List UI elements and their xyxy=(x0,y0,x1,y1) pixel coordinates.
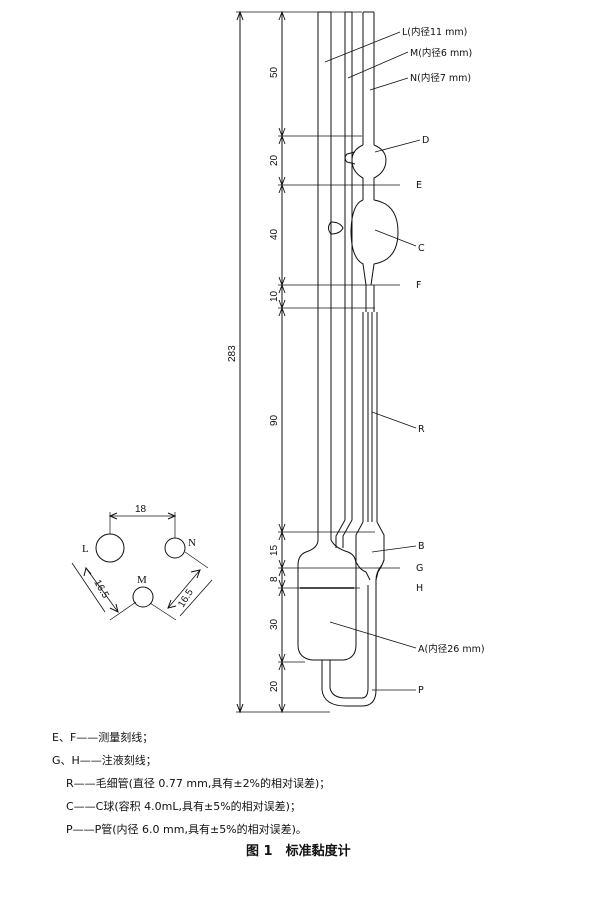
circle-L xyxy=(95,533,125,563)
dim-90: 90 xyxy=(269,414,280,426)
dim-8: 8 xyxy=(269,576,280,582)
dim-30: 30 xyxy=(269,618,280,630)
cross-label-L: L xyxy=(82,543,89,555)
dim-spacing: 18 xyxy=(135,504,147,515)
dim-lm: 16.5 xyxy=(91,578,110,601)
label-G: G xyxy=(416,563,423,574)
dim-10: 10 xyxy=(269,290,280,302)
label-A: A(内径26 mm) xyxy=(418,643,485,655)
dim-mn: 16.5 xyxy=(176,587,196,610)
figure-caption: 图 1 标准黏度计 xyxy=(246,844,351,859)
legend-item-c: C——C球(容积 4.0mL,具有±5%的相对误差)； xyxy=(66,800,301,813)
legend-item-gh: G、H——注液刻线； xyxy=(52,754,157,767)
tube-M xyxy=(321,11,385,707)
label-F: F xyxy=(416,280,421,291)
circle-M xyxy=(132,586,154,608)
dim-20b: 20 xyxy=(269,680,280,692)
label-P: P xyxy=(418,685,424,696)
label-B: B xyxy=(418,541,425,552)
cross-label-M: M xyxy=(137,574,147,586)
label-E: E xyxy=(416,180,422,191)
tube-N xyxy=(344,11,399,581)
cross-section-diagram xyxy=(71,512,213,621)
tube-L xyxy=(297,11,357,661)
legend-item-p: P——P管(内径 6.0 mm,具有±5%的相对误差)。 xyxy=(66,823,307,836)
label-C: C xyxy=(418,243,425,254)
label-L: L(内径11 mm) xyxy=(402,26,467,38)
dim-total: 283 xyxy=(227,345,238,362)
legend-item-ef: E、F——测量刻线； xyxy=(52,731,154,744)
label-M: M(内径6 mm) xyxy=(410,47,472,59)
dim-20a: 20 xyxy=(269,154,280,166)
dim-40: 40 xyxy=(269,228,280,240)
label-H: H xyxy=(416,583,423,594)
label-D: D xyxy=(422,135,429,146)
dim-15: 15 xyxy=(269,544,280,556)
label-N: N(内径7 mm) xyxy=(410,72,471,84)
cross-label-N: N xyxy=(188,537,196,549)
circle-N xyxy=(164,537,186,559)
label-R: R xyxy=(418,424,425,435)
dim-50: 50 xyxy=(269,66,280,78)
legend-item-r: R——毛细管(直径 0.77 mm,具有±2%的相对误差)； xyxy=(66,777,331,790)
